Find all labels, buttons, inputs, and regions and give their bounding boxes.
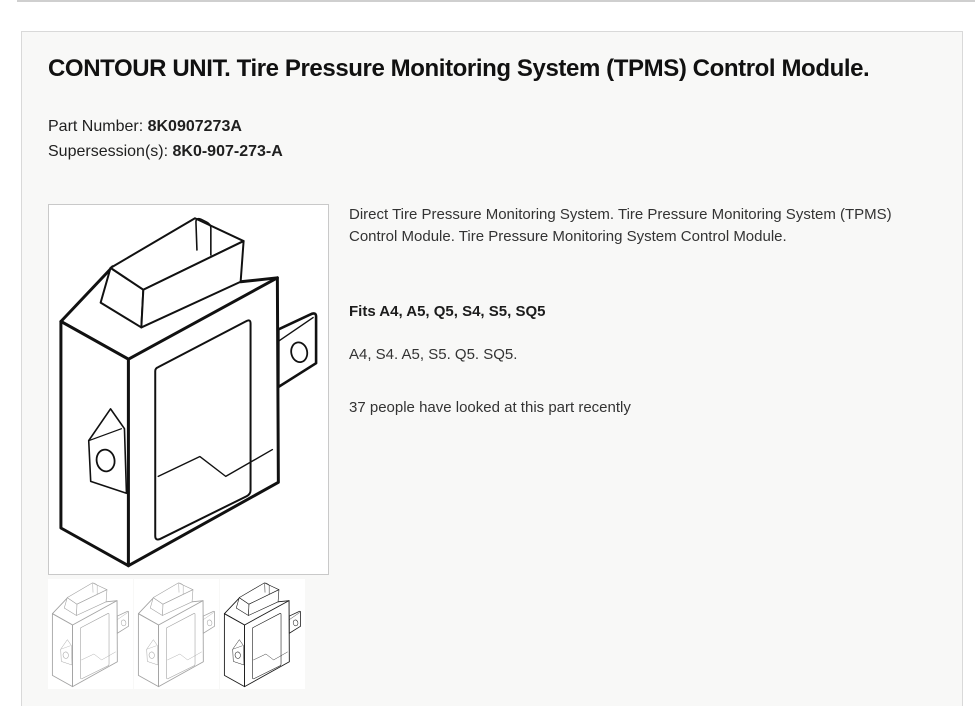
supersession-value: 8K0-907-273-A — [172, 143, 283, 160]
supersession-row: Supersession(s): 8K0-907-273-A — [48, 143, 283, 161]
page-title: CONTOUR UNIT. Tire Pressure Monitoring S… — [48, 55, 870, 82]
tpms-module-thumbnail-drawing — [134, 579, 219, 689]
part-number-row: Part Number: 8K0907273A — [48, 118, 242, 136]
product-image[interactable] — [48, 204, 329, 575]
tpms-module-drawing — [49, 205, 328, 574]
content-panel: CONTOUR UNIT. Tire Pressure Monitoring S… — [21, 31, 963, 706]
tpms-module-thumbnail-drawing — [48, 579, 133, 689]
product-thumbnail-2[interactable] — [134, 579, 219, 689]
supersession-label: Supersession(s): — [48, 143, 169, 160]
part-number-label: Part Number: — [48, 118, 144, 135]
popularity-text: 37 people have looked at this part recen… — [349, 399, 631, 416]
product-thumbnail-3[interactable] — [220, 579, 305, 689]
part-number-value: 8K0907273A — [147, 118, 242, 135]
tpms-module-thumbnail-drawing — [220, 579, 305, 689]
description-text: Direct Tire Pressure Monitoring System. … — [349, 206, 892, 245]
product-thumbnail-1[interactable] — [48, 579, 133, 689]
top-divider — [17, 0, 975, 2]
models-text: A4, S4. A5, S5. Q5. SQ5. — [349, 346, 518, 363]
fits-text: Fits A4, A5, Q5, S4, S5, SQ5 — [349, 303, 546, 320]
